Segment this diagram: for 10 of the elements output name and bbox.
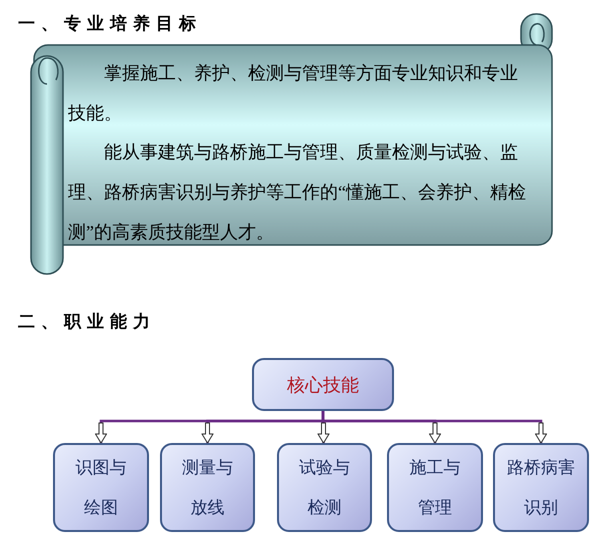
- section-heading: 一、专业培养目标: [18, 13, 202, 35]
- skill-box: 测量与放线: [160, 443, 255, 532]
- section-heading: 二、职业能力: [18, 311, 156, 333]
- skill-box: 识图与绘图: [53, 443, 149, 532]
- paragraph: 掌握施工、养护、检测与管理等方面专业知识和专业技能。: [68, 62, 519, 125]
- skill-box: 路桥病害识别: [493, 443, 589, 532]
- skill-box: 施工与管理: [387, 443, 483, 532]
- skill-box: 试验与检测: [277, 443, 372, 532]
- paragraph: 能从事建筑与路桥施工与管理、质量检测与试验、监理、路桥病害识别与养护等工作的“懂施工、会养护、精检测”的高素质技能型人才。: [68, 141, 527, 244]
- core-skill-box: 核心技能: [252, 358, 394, 411]
